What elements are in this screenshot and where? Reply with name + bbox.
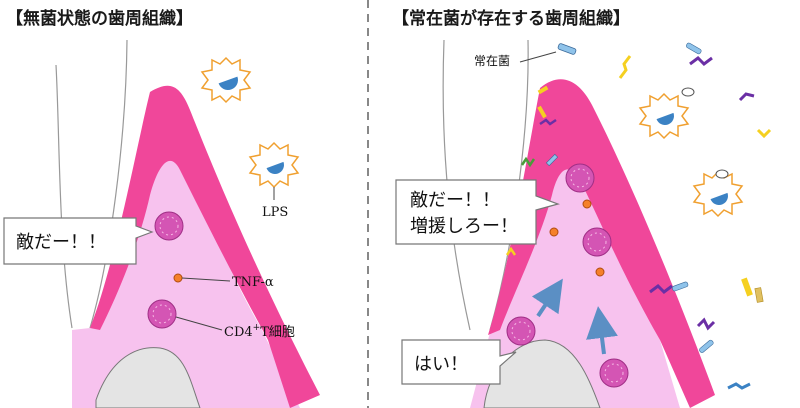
macrophage: [200, 56, 252, 104]
migration-arrow: [531, 278, 563, 318]
macrophage: [692, 169, 744, 218]
lps-label: LPS: [262, 205, 288, 220]
tnf-alpha-dot: [582, 199, 592, 209]
reply-bubble-text: はい！: [414, 354, 468, 375]
right-speech-bubble: [395, 179, 560, 245]
cd4-t-cell: [506, 316, 536, 346]
right-bubble-line1: 敵だー！！: [410, 190, 500, 211]
cd4-leader-line: [175, 316, 223, 331]
macrophage: [248, 141, 300, 189]
commensal-bacteria-label: 常在菌: [474, 54, 510, 68]
left-panel: 【無菌状態の歯周組織】 TNF-α CD4+T細胞: [3, 8, 320, 408]
tnf-alpha-dot: [595, 267, 605, 277]
rod-bacterium-icon: [557, 43, 577, 55]
cd4-t-cell: [147, 299, 177, 329]
cd4-t-cell: [565, 163, 595, 193]
macrophage: [638, 87, 695, 140]
gingiva: [488, 79, 715, 408]
cd4-t-cell: [154, 211, 184, 241]
tooth-root-outline: [89, 39, 128, 329]
connective-tissue: [72, 90, 300, 408]
commensal-bacteria-cluster: [505, 85, 559, 256]
right-panel-title: 【常在菌が存在する歯周組織】: [392, 8, 630, 29]
tnf-alpha-dot: [173, 273, 183, 283]
commensal-leader-line: [519, 51, 557, 63]
scattered-bacteria: [618, 42, 772, 390]
alveolar-bone: [95, 347, 201, 408]
right-panel: 【常在菌が存在する歯周組織】 常在菌: [392, 8, 772, 408]
left-panel-title: 【無菌状態の歯周組織】: [6, 8, 193, 29]
left-speech-bubble: [3, 217, 154, 265]
cd4-t-cell: [599, 358, 629, 388]
tnf-alpha-dot: [549, 227, 559, 237]
cd4-label: CD4+T細胞: [224, 323, 295, 340]
tnf-leader-line: [181, 277, 231, 282]
left-bubble-text: 敵だー！！: [16, 232, 106, 253]
right-bubble-line2: 増援しろー！: [410, 216, 518, 237]
gingiva: [90, 85, 320, 408]
migration-arrow: [586, 306, 618, 355]
cd4-t-cell: [582, 227, 612, 257]
tooth-outline: [55, 64, 73, 329]
tnf-label: TNF-α: [232, 275, 274, 290]
reply-speech-bubble: [401, 339, 517, 385]
